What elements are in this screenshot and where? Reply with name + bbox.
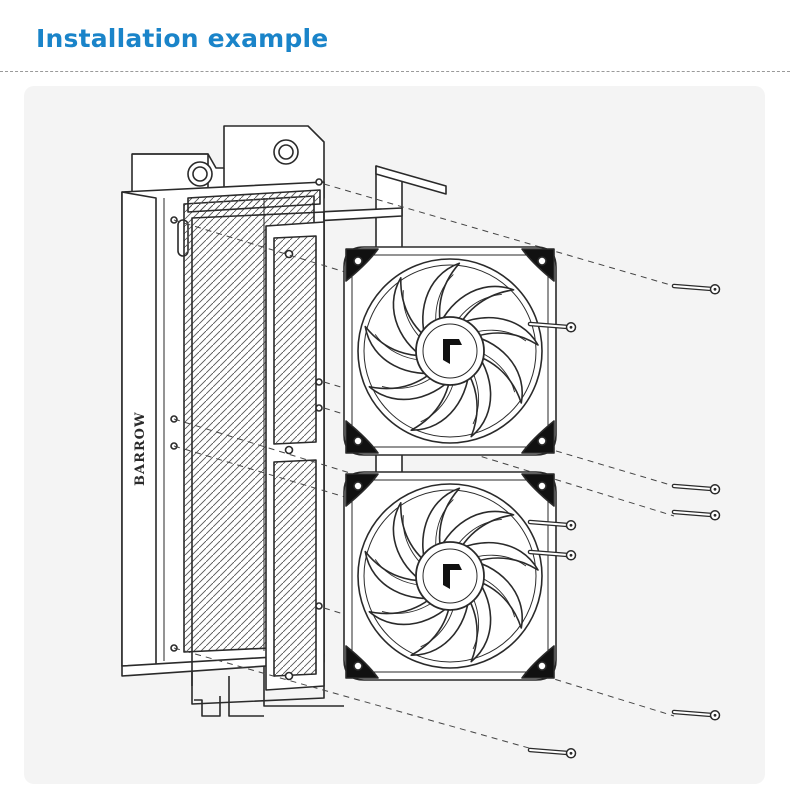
screw — [674, 485, 720, 494]
fan-top — [344, 247, 556, 455]
screw-set — [530, 285, 720, 758]
screw — [674, 511, 720, 520]
page-header: Installation example — [0, 0, 790, 72]
radiator-brand-label: BARROW — [133, 411, 148, 486]
screw — [530, 749, 576, 758]
screw — [674, 711, 720, 720]
installation-illustration: BARROW — [121, 125, 765, 784]
title-divider — [0, 71, 790, 72]
fan-bottom — [344, 472, 556, 680]
page-title: Installation example — [36, 24, 329, 53]
illustration-panel: BARROW — [24, 86, 765, 784]
screw — [674, 285, 720, 294]
